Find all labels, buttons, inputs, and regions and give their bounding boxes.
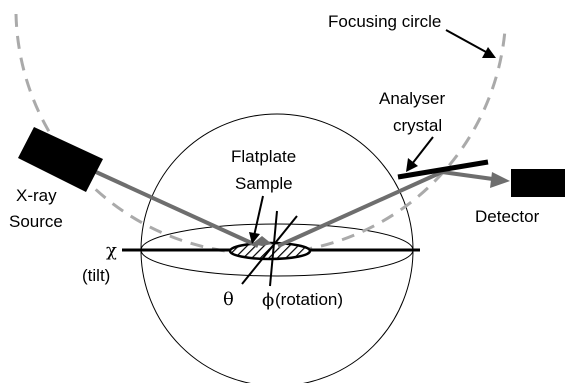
detector-block xyxy=(511,169,565,197)
source-label-line1: X-ray xyxy=(16,186,57,205)
chi-symbol: χ xyxy=(106,240,117,261)
analyser-pointer xyxy=(411,136,434,165)
flatplate-sample xyxy=(228,241,312,261)
analyser-label-line1: Analyser xyxy=(379,89,445,108)
analysed-beam xyxy=(441,170,501,182)
diffracted-beam xyxy=(277,170,443,248)
focusing-circle-pointer-arrowhead xyxy=(482,47,496,58)
analyser-pointer-arrowhead xyxy=(406,158,418,172)
sample-pointer-arrowhead xyxy=(249,232,260,244)
beam-spot xyxy=(252,236,272,246)
sample-label-line2: Sample xyxy=(235,174,293,193)
analyser-crystal xyxy=(397,159,489,180)
incident-beam xyxy=(95,170,259,248)
focusing-circle xyxy=(14,13,507,256)
phi-symbol: ϕ xyxy=(262,290,274,311)
detector-label: Detector xyxy=(475,207,540,226)
tilt-label: (tilt) xyxy=(82,266,110,285)
theta-symbol: θ xyxy=(223,289,234,310)
detector-beam-arrowhead xyxy=(490,172,510,188)
sample-pointer xyxy=(253,195,264,237)
theta-pointer xyxy=(241,215,298,285)
phi-rotation-axis xyxy=(269,210,278,287)
rotation-label: (rotation) xyxy=(275,290,343,309)
focusing-circle-label: Focusing circle xyxy=(328,12,441,31)
analyser-label-line2: crystal xyxy=(393,116,442,135)
source-label-line2: Source xyxy=(9,212,63,231)
focusing-circle-pointer xyxy=(445,29,487,53)
sample-label-line1: Flatplate xyxy=(231,147,296,166)
xray-source-block xyxy=(18,127,103,192)
